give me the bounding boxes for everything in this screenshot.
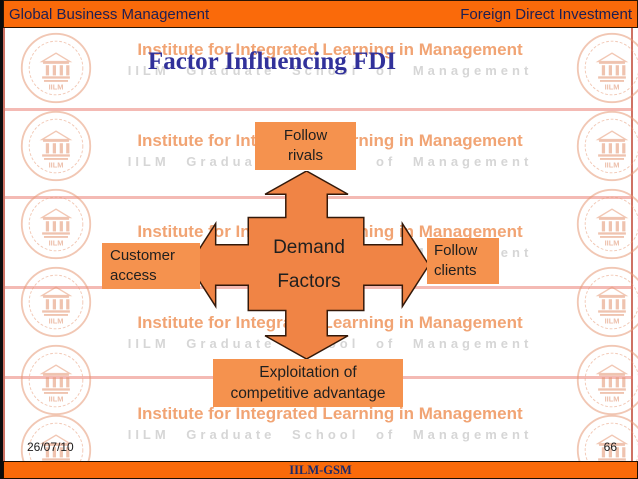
footer-brand: IILM-GSM xyxy=(289,462,352,477)
iilm-seal-icon xyxy=(19,265,93,339)
demand-factors-label: Demand Factors xyxy=(273,237,345,292)
slide-number: 66 xyxy=(603,440,617,454)
iilm-seal-icon xyxy=(575,343,638,417)
header-bar: Global Business Management Foreign Direc… xyxy=(3,0,638,28)
right-red-border xyxy=(631,27,633,463)
iilm-seal-icon xyxy=(575,265,638,339)
watermark-line1: Institute for Integrated Learning in Man… xyxy=(137,404,523,423)
iilm-seal-icon xyxy=(19,187,93,261)
left-edge-strip xyxy=(0,0,3,479)
slide-date: 26/07/10 xyxy=(27,440,74,454)
quad-arrow-shape xyxy=(189,171,429,359)
header-course-title: Global Business Management xyxy=(9,5,210,23)
header-topic-title: Foreign Direct Investment xyxy=(460,5,632,23)
watermark-rule xyxy=(5,108,633,111)
follow-clients-box: Follow clients xyxy=(427,238,499,284)
slide-title: Factor Influencing FDI xyxy=(147,48,397,75)
iilm-seal-icon xyxy=(19,109,93,183)
follow-rivals-box: Follow rivals xyxy=(255,122,356,170)
watermark-line2: IILM Graduate School of Management xyxy=(127,427,533,442)
watermark-row: Institute for Integrated Learning in Man… xyxy=(30,404,630,442)
iilm-seal-icon xyxy=(19,343,93,417)
left-red-border xyxy=(3,27,5,463)
customer-access-box: Customer access xyxy=(102,243,200,289)
iilm-seal-icon xyxy=(575,187,638,261)
iilm-seal-icon xyxy=(575,31,638,105)
footer-bar: IILM-GSM xyxy=(3,461,638,479)
exploitation-box: Exploitation of competitive advantage xyxy=(213,359,403,407)
iilm-seal-icon xyxy=(575,109,638,183)
